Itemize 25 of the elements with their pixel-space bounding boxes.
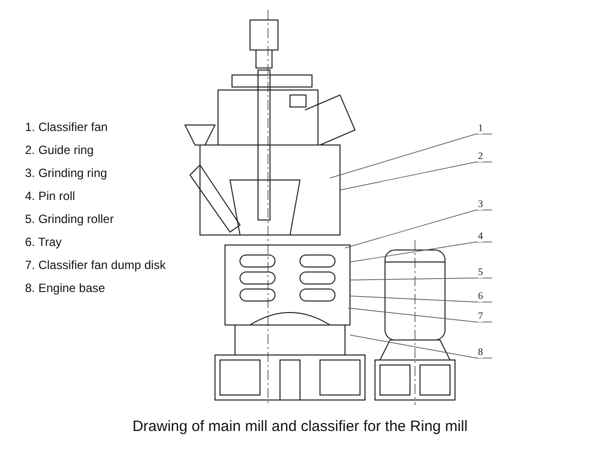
leader-line xyxy=(344,210,492,248)
parts-list-item: 7. Classifier fan dump disk xyxy=(25,258,166,272)
parts-list-item: 5. Grinding roller xyxy=(25,212,114,226)
parts-list-item: 6. Tray xyxy=(25,235,62,249)
leader-line xyxy=(350,334,492,358)
callout-number: 6 xyxy=(478,292,483,302)
callout-number: 8 xyxy=(478,348,483,358)
callout-number: 4 xyxy=(478,232,483,242)
leader-line xyxy=(330,134,492,178)
callout-number: 7 xyxy=(478,312,483,322)
caption: Drawing of main mill and classifier for the Ring mill xyxy=(131,418,469,435)
leader-line xyxy=(350,278,492,280)
leader-line xyxy=(350,242,492,262)
parts-list-item: 2. Guide ring xyxy=(25,143,94,157)
parts-list-item: 4. Pin roll xyxy=(25,189,76,203)
callout-number: 3 xyxy=(478,200,483,210)
callout-number: 2 xyxy=(478,152,483,162)
parts-list-item: 8. Engine base xyxy=(25,281,106,295)
leader-line xyxy=(340,162,492,190)
leader-line xyxy=(350,296,492,302)
parts-list-item: 3. Grinding ring xyxy=(25,166,108,180)
parts-list-item: 1. Classifier fan xyxy=(25,120,108,134)
callout-number: 5 xyxy=(478,268,483,278)
leader-line xyxy=(348,308,492,322)
callout-number: 1 xyxy=(478,124,483,134)
